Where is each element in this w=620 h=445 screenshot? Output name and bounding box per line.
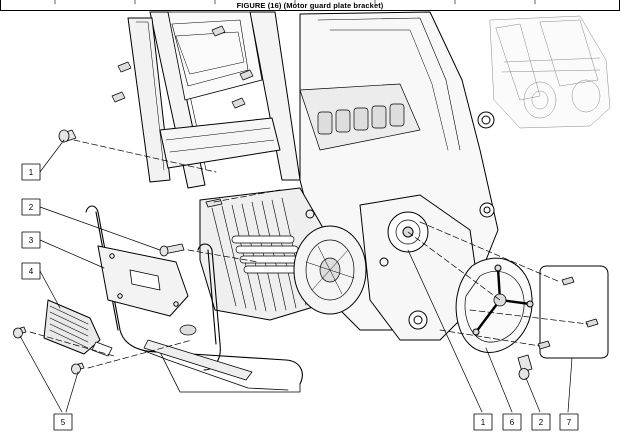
callout-label-2-left: 2	[29, 203, 34, 212]
callout-label-2-bottom: 2	[539, 418, 544, 427]
callout-box-2-left	[21, 198, 41, 216]
callout-box-6	[502, 413, 522, 431]
callout-leader-lines	[19, 139, 573, 413]
motor-side-cover	[305, 194, 481, 341]
assembly-center-lines	[29, 139, 589, 369]
callout-box-5	[53, 413, 73, 431]
title-bar-ticks	[54, 0, 536, 5]
callout-label-7: 7	[567, 418, 572, 427]
callout-label-1-left: 1	[29, 168, 34, 177]
callout-box-1-left	[21, 163, 41, 181]
figure-title: FIGURE (16) (Motor guard plate bracket)	[236, 1, 384, 10]
callout-label-1-bottom: 1	[481, 418, 486, 427]
callout-boxes	[21, 163, 579, 431]
callout-label-4: 4	[29, 267, 34, 276]
side-cover-plate	[455, 257, 534, 353]
callout-label-5: 5	[61, 418, 66, 427]
motor-body	[199, 187, 367, 321]
motor-guard-plate	[97, 245, 189, 317]
motor-guard-plate-bracket	[43, 299, 113, 357]
frame-studs	[111, 25, 254, 109]
callout-box-2-bottom	[531, 413, 551, 431]
callout-box-7	[559, 413, 579, 431]
frame-bushings	[317, 103, 405, 135]
callout-box-4	[21, 262, 41, 280]
thumbnail-locator-image	[489, 15, 611, 129]
callout-box-1-bottom	[473, 413, 493, 431]
motor-guard-frame-tube	[85, 205, 303, 393]
callout-box-3	[21, 231, 41, 249]
detail-box-7	[537, 265, 609, 359]
callout-label-6: 6	[510, 418, 515, 427]
callout-labels: 1 2 3 4 5 1 6 2 7	[29, 168, 572, 427]
callout-label-3: 3	[29, 236, 34, 245]
